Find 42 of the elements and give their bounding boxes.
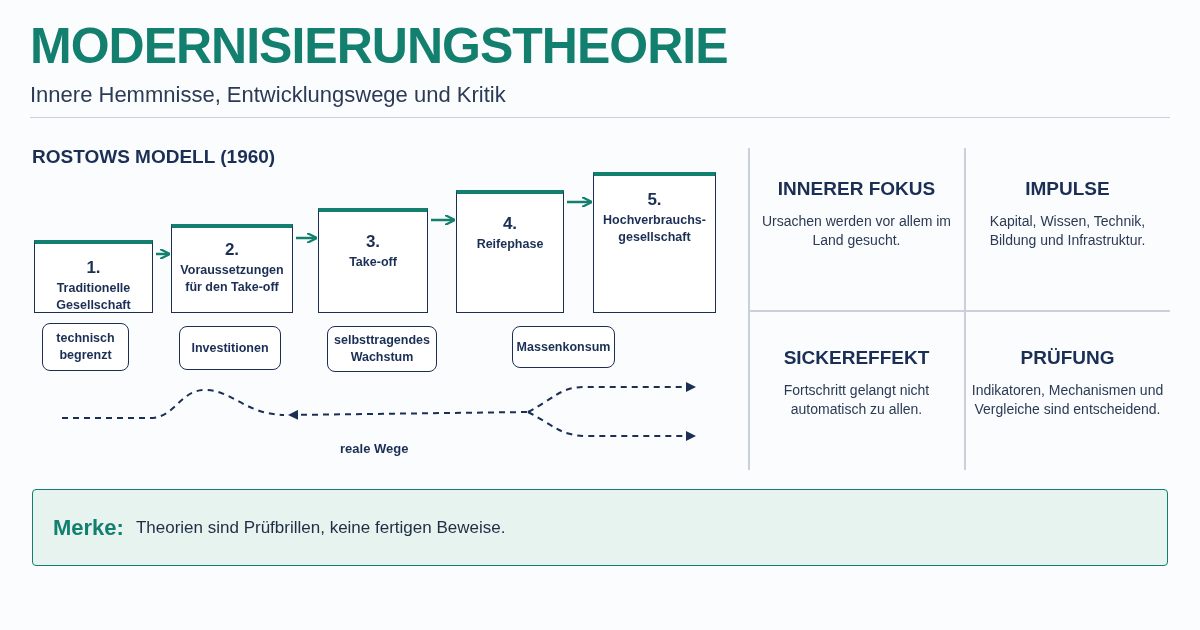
subtitle: Innere Hemmnisse, Entwicklungswege und Kritik (30, 82, 506, 108)
stage-number: 3. (365, 232, 381, 252)
note-heading: Merke: (53, 514, 124, 541)
feature-text: selbsttragendes Wachstum (333, 332, 431, 366)
stage-name: Hochverbrauchs-gesellschaft (602, 212, 707, 246)
arrow (431, 213, 457, 227)
feature-text: Massenkonsum (516, 338, 611, 356)
feature-text: Investitionen (191, 339, 269, 357)
panel-text: Indikatoren, Mechanismen und Vergleiche sind entscheidend. (970, 381, 1165, 419)
stage-name: Take-off (349, 254, 397, 271)
stage-box (318, 208, 428, 313)
arrow (567, 195, 594, 209)
arrow (296, 231, 319, 245)
panel-text: Ursachen werden vor allem im Land gesucht. (760, 212, 953, 250)
note-box (32, 489, 1168, 566)
stage-number: 2. (224, 240, 240, 260)
feature-box (42, 323, 129, 371)
panel-heading: INNERER FOKUS (777, 178, 936, 200)
stage-name: Reifephase (476, 236, 544, 253)
path-label: reale Wege (340, 441, 409, 456)
stage-number: 1. (86, 258, 101, 278)
panel-text: Kapital, Wissen, Technik, Bildung und Infrastruktur. (988, 212, 1147, 250)
panel-heading: PRÜFUNG (1020, 347, 1115, 369)
section-heading: ROSTOWS MODELL (1960) (32, 146, 276, 168)
stage-number: 5. (647, 190, 662, 210)
stage-name: Voraussetzungen für den Take-off (179, 262, 285, 296)
panel-text: Fortschritt gelangt nicht automatisch zu allen. (782, 381, 931, 419)
feature-text: technisch begrenzt (55, 330, 116, 364)
stage-box (593, 172, 716, 313)
panel-heading: IMPULSE (1025, 178, 1110, 200)
feature-box (512, 326, 615, 368)
arrow (156, 247, 172, 261)
stage-number: 4. (502, 214, 518, 234)
panel-heading: SICKEREFFEKT (783, 347, 930, 369)
stage-box (456, 190, 564, 313)
title: MODERNISIERUNGSTHEORIE (30, 18, 728, 74)
note-text: Theorien sind Prüfbrillen, keine fertigen Beweise. (135, 517, 506, 538)
feature-box (327, 326, 437, 372)
feature-box (179, 326, 281, 370)
stage-box (34, 240, 153, 313)
stage-name: Traditionelle Gesellschaft (55, 280, 132, 314)
stage-box (171, 224, 293, 313)
